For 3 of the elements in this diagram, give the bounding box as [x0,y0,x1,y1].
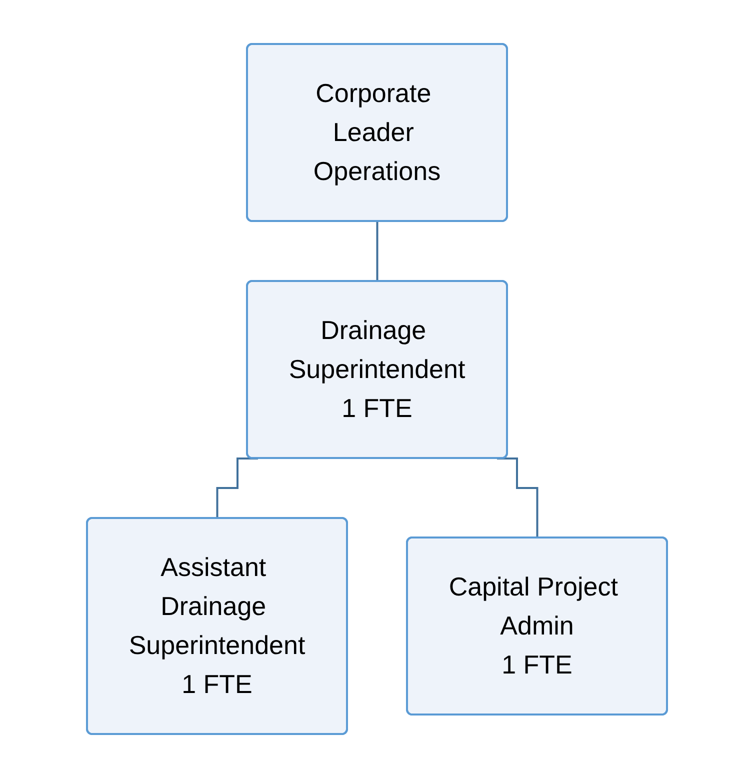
connector [496,458,538,539]
connector [216,458,258,520]
connector [376,220,378,282]
